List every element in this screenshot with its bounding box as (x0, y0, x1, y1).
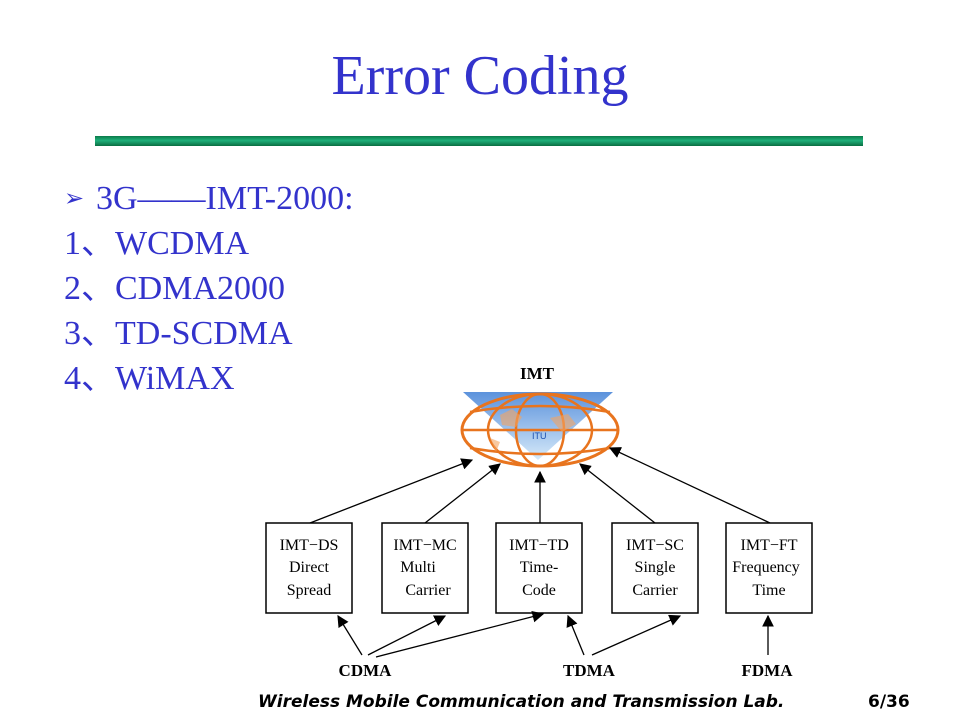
svg-text:Time: Time (752, 582, 785, 599)
svg-text:IMT−SC: IMT−SC (626, 537, 684, 554)
imt-td-box: IMT−TD Time- Code (495, 522, 583, 614)
svg-text:Spread: Spread (287, 582, 331, 599)
svg-text:Code: Code (522, 582, 556, 599)
footer-lab-name: Wireless Mobile Communication and Transm… (258, 692, 785, 712)
tdma-label: TDMA (563, 661, 616, 680)
svg-text:IMT−MC: IMT−MC (393, 537, 456, 554)
svg-text:Single: Single (635, 559, 676, 576)
svg-text:Time-: Time- (520, 559, 559, 576)
list-item: 4、WiMAX (64, 360, 235, 397)
imt-standards-diagram: IMT ITU IMT−DS Direct Spread IMT−MC Mult… (265, 364, 813, 680)
bullet-heading: 3G——IMT-2000: (96, 180, 354, 217)
upward-arrows (309, 447, 771, 524)
fdma-label: FDMA (742, 661, 794, 680)
access-arrows (337, 610, 774, 658)
imt-label: IMT (520, 364, 555, 383)
title-divider (95, 136, 863, 146)
svg-text:IMT−TD: IMT−TD (509, 537, 569, 554)
page-number: 6/36 (868, 692, 910, 712)
itu-globe-icon: ITU (460, 392, 620, 468)
list-item: 2、CDMA2000 (64, 270, 286, 307)
imt-mc-box: IMT−MC Multi Carrier (381, 522, 469, 614)
bullet-list: ➢ 3G——IMT-2000: 1、WCDMA 2、CDMA2000 3、TD-S… (64, 176, 354, 401)
arrow-bullet-icon: ➢ (64, 184, 85, 212)
svg-text:Carrier: Carrier (632, 582, 678, 599)
svg-text:IMT−DS: IMT−DS (280, 537, 339, 554)
imt-ft-box: IMT−FT Frequency Time (725, 522, 813, 614)
svg-text:Frequency: Frequency (732, 559, 800, 576)
imt-ds-box: IMT−DS Direct Spread (265, 522, 353, 614)
svg-text:Carrier: Carrier (405, 582, 451, 599)
list-item: 1、WCDMA (64, 225, 250, 262)
list-item: 3、TD-SCDMA (64, 315, 293, 352)
itu-text: ITU (532, 431, 547, 441)
svg-text:IMT−FT: IMT−FT (740, 537, 797, 554)
svg-text:Multi: Multi (400, 559, 436, 576)
bullet-heading-row: ➢ 3G——IMT-2000: (64, 176, 354, 221)
cdma-label: CDMA (339, 661, 393, 680)
svg-text:Direct: Direct (289, 559, 330, 576)
imt-sc-box: IMT−SC Single Carrier (611, 522, 699, 614)
slide-title: Error Coding (331, 45, 629, 107)
